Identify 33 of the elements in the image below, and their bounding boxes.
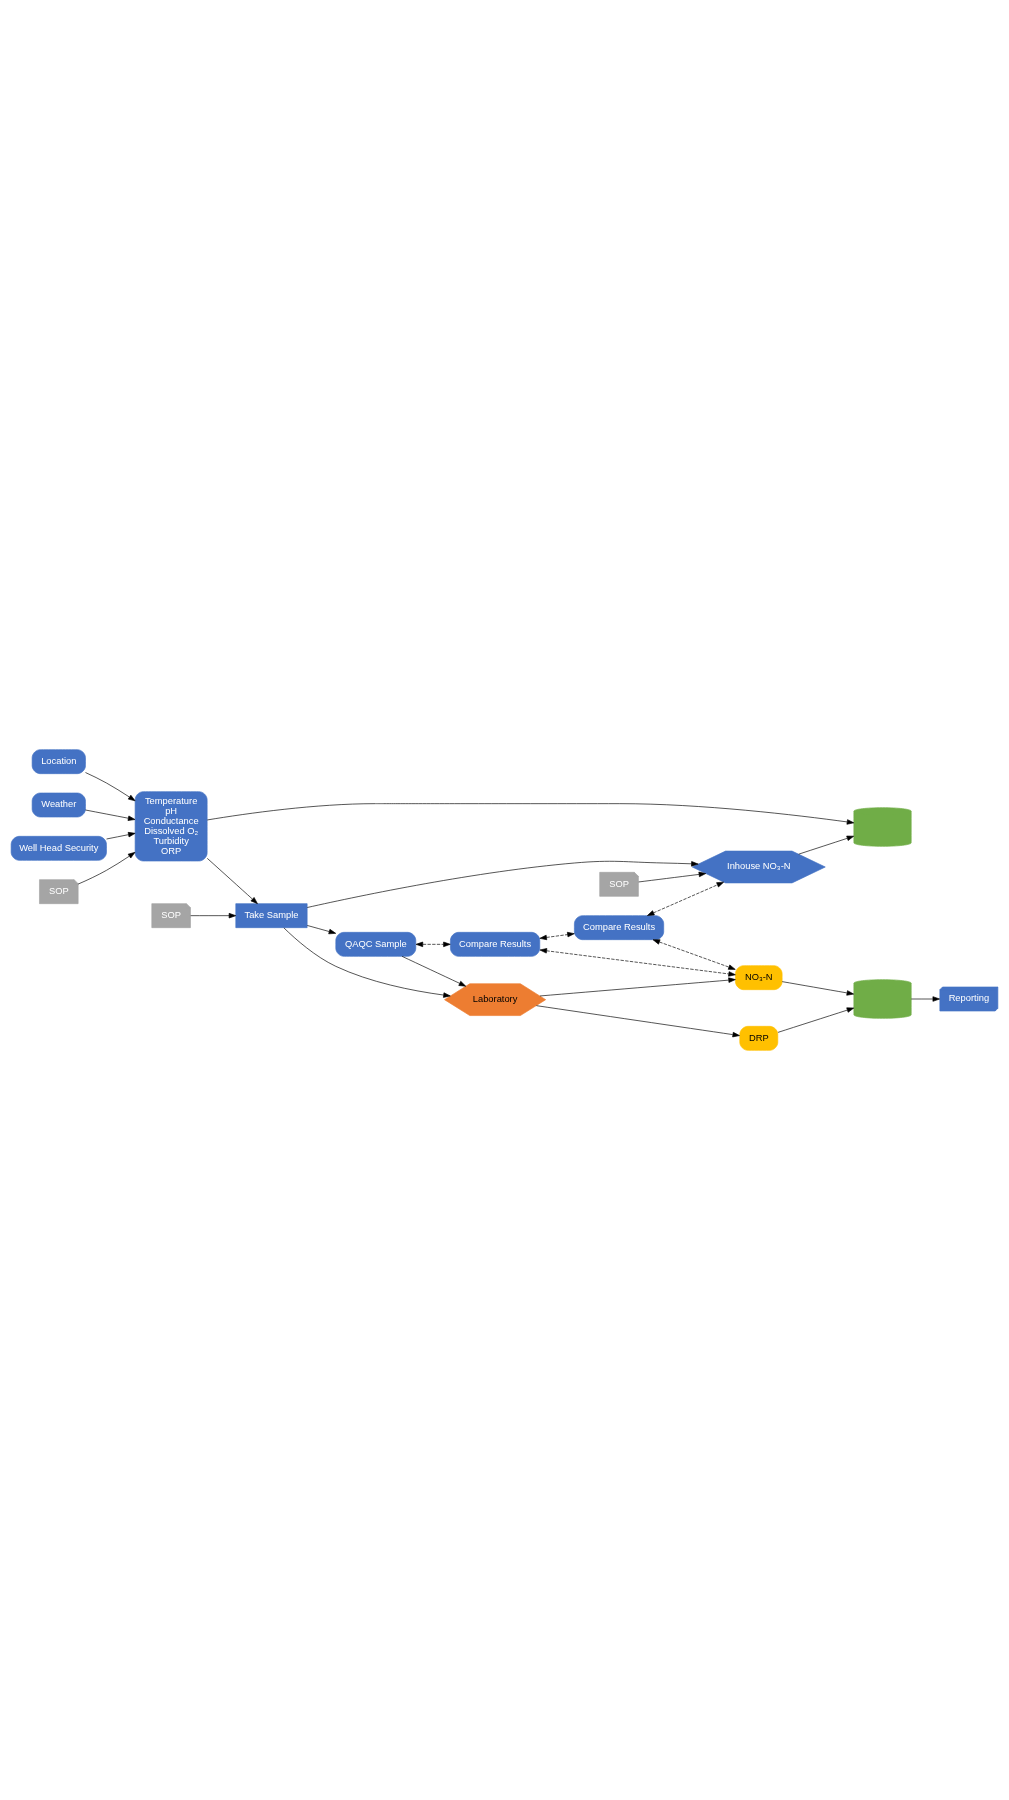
- arrow: [539, 948, 736, 977]
- arrow: [539, 931, 575, 941]
- node-box: Location: [31, 749, 86, 774]
- node-box: QAQC Sample: [335, 932, 417, 957]
- arrow: [647, 881, 724, 916]
- arrow: [539, 977, 736, 997]
- node-box: Compare Results: [574, 915, 665, 940]
- node-box: NO₃-N: [735, 965, 783, 990]
- arrow: [85, 772, 136, 802]
- arrow: [910, 996, 940, 1002]
- node-box: Temperature pH Conductance Dissolved O₂ Turbidity ORP: [134, 791, 208, 862]
- node-box: Compare Results: [450, 932, 541, 957]
- node-box: DRP: [739, 1026, 779, 1051]
- arrow: [306, 860, 699, 908]
- arrow: [283, 927, 451, 998]
- arrow: [106, 832, 136, 840]
- arrow: [415, 941, 451, 947]
- arrow: [206, 858, 258, 904]
- arrow: [781, 981, 854, 996]
- arrow: [652, 939, 736, 970]
- arrow: [85, 809, 136, 821]
- arrow: [638, 871, 707, 883]
- arrow: [401, 956, 467, 987]
- arrow: [306, 925, 337, 935]
- arrow: [77, 852, 136, 885]
- arrow: [190, 913, 237, 919]
- node-box: Take Sample: [235, 903, 308, 928]
- arrow: [777, 1007, 855, 1033]
- arrow: [798, 835, 855, 855]
- node-box: Weather: [31, 792, 86, 818]
- arrow: [536, 1005, 740, 1038]
- arrow: [206, 803, 855, 825]
- node-box: Well Head Security: [10, 836, 107, 861]
